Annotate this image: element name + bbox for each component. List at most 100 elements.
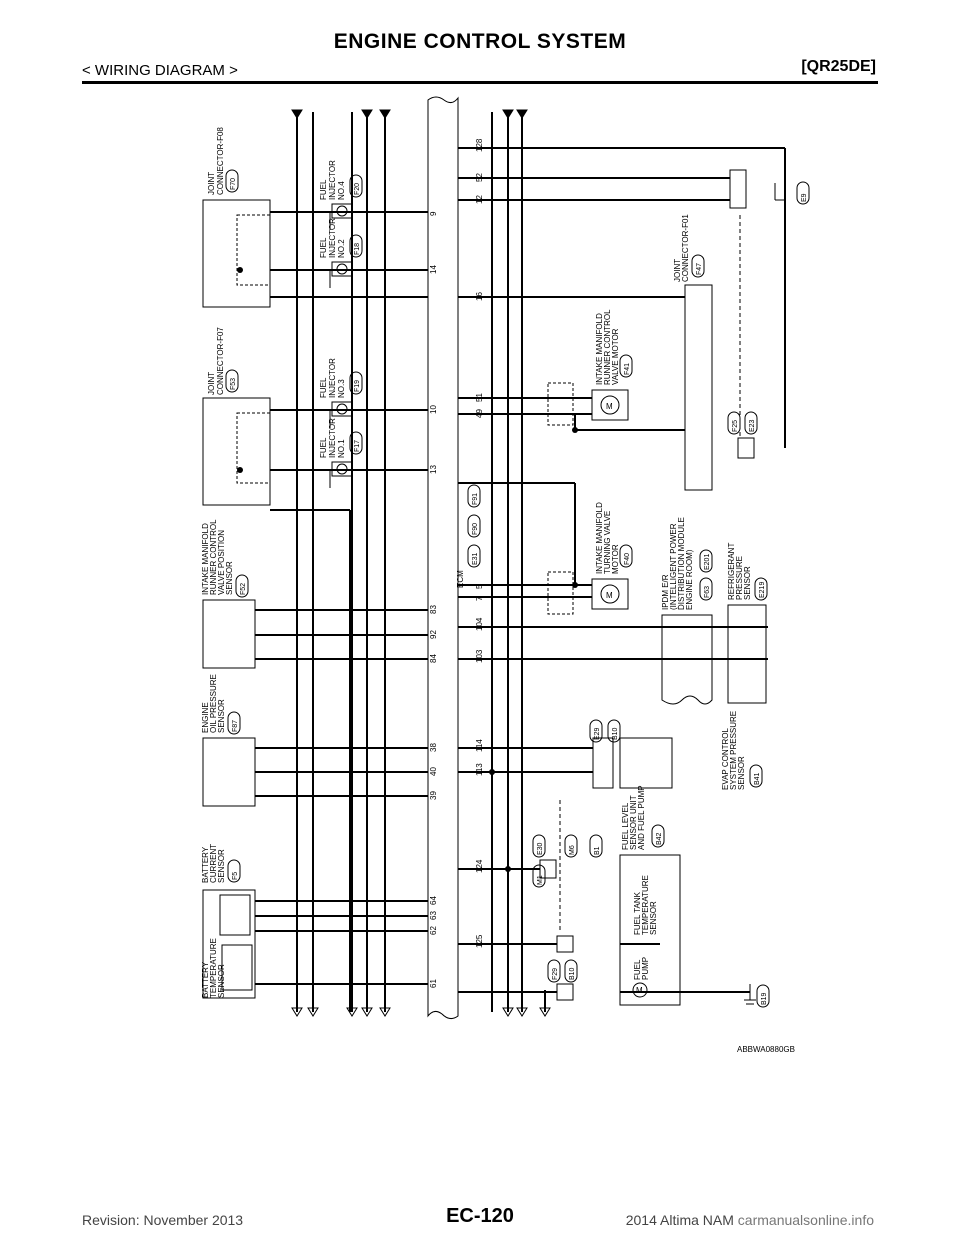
svg-text:RUNNER CONTROL: RUNNER CONTROL [603, 309, 612, 385]
page-title: ENGINE CONTROL SYSTEM [333, 30, 627, 53]
svg-text:92: 92 [429, 630, 438, 639]
svg-text:TURNING VALVE: TURNING VALVE [603, 511, 612, 574]
model-text: 2014 Altima NAM carmanualsonline.info [626, 1212, 874, 1228]
svg-text:128: 128 [475, 138, 484, 152]
header-rule [82, 81, 878, 84]
svg-text:E30: E30 [537, 842, 544, 855]
svg-text:F87: F87 [232, 720, 239, 732]
svg-text:JOINT: JOINT [673, 259, 682, 282]
svg-text:JOINT: JOINT [207, 172, 216, 195]
diagram-code: ABBWA0880GB [737, 1045, 795, 1054]
svg-text:EVAP CONTROL: EVAP CONTROL [721, 728, 730, 790]
svg-text:39: 39 [429, 791, 438, 800]
svg-text:14: 14 [429, 265, 438, 274]
svg-text:84: 84 [429, 654, 438, 663]
svg-text:CONNECTOR-F08: CONNECTOR-F08 [216, 127, 225, 195]
svg-text:61: 61 [429, 979, 438, 988]
svg-text:B10: B10 [612, 727, 619, 740]
svg-text:INJECTOR: INJECTOR [328, 418, 337, 458]
svg-text:7: 7 [475, 596, 484, 601]
model-name: 2014 Altima NAM [625, 1212, 734, 1228]
svg-text:B42: B42 [656, 832, 663, 845]
engine-code: [QR25DE] [801, 58, 876, 75]
svg-text:PUMP: PUMP [641, 957, 650, 980]
svg-text:INJECTOR: INJECTOR [328, 218, 337, 258]
svg-text:FUEL: FUEL [319, 377, 328, 398]
svg-text:JOINT: JOINT [207, 372, 216, 395]
svg-text:AND FUEL PUMP: AND FUEL PUMP [637, 785, 646, 850]
svg-text:FUEL TANK: FUEL TANK [633, 891, 642, 935]
svg-text:83: 83 [429, 605, 438, 614]
svg-text:PRESSURE: PRESSURE [735, 556, 744, 600]
svg-text:F25: F25 [732, 420, 739, 432]
svg-text:10: 10 [429, 405, 438, 414]
svg-text:OIL PRESSURE: OIL PRESSURE [209, 674, 218, 733]
svg-text:FUEL: FUEL [319, 437, 328, 458]
svg-text:TEMPERATURE: TEMPERATURE [641, 875, 650, 935]
svg-text:F63: F63 [704, 586, 711, 598]
svg-text:F20: F20 [354, 183, 361, 195]
svg-text:16: 16 [475, 292, 484, 301]
svg-text:F90: F90 [472, 523, 479, 535]
svg-text:INTAKE MANIFOLD: INTAKE MANIFOLD [595, 502, 604, 574]
svg-text:E219: E219 [759, 582, 766, 598]
svg-text:F17: F17 [354, 440, 361, 452]
svg-text:E9: E9 [801, 193, 808, 202]
svg-text:M: M [606, 402, 613, 411]
svg-text:FUEL: FUEL [319, 179, 328, 200]
svg-text:103: 103 [475, 649, 484, 663]
svg-text:SENSOR: SENSOR [743, 566, 752, 600]
svg-text:F53: F53 [230, 378, 237, 390]
svg-text:NO.2: NO.2 [337, 239, 346, 258]
svg-text:E31: E31 [472, 552, 479, 565]
svg-text:F40: F40 [624, 553, 631, 565]
svg-text:SYSTEM PRESSURE: SYSTEM PRESSURE [729, 711, 738, 790]
svg-text:INTAKE MANIFOLD: INTAKE MANIFOLD [201, 523, 210, 595]
svg-text:SENSOR: SENSOR [225, 561, 234, 595]
svg-text:INTAKE MANIFOLD: INTAKE MANIFOLD [595, 313, 604, 385]
svg-text:52: 52 [475, 173, 484, 182]
svg-text:VALVE MOTOR: VALVE MOTOR [611, 328, 620, 385]
svg-text:REFRIGERANT: REFRIGERANT [727, 543, 736, 600]
svg-text:(INTELLIGENT POWER: (INTELLIGENT POWER [669, 523, 678, 610]
svg-text:40: 40 [429, 767, 438, 776]
svg-text:F41: F41 [624, 363, 631, 375]
svg-text:E29: E29 [594, 727, 601, 740]
svg-text:113: 113 [475, 763, 484, 776]
svg-text:F91: F91 [472, 493, 479, 505]
svg-text:38: 38 [429, 743, 438, 752]
svg-text:INJECTOR: INJECTOR [328, 160, 337, 200]
svg-text:VALVE POSITION: VALVE POSITION [217, 530, 226, 595]
svg-text:CONNECTOR-F07: CONNECTOR-F07 [216, 327, 225, 395]
svg-text:B19: B19 [761, 992, 768, 1005]
svg-text:RUNNER CONTROL: RUNNER CONTROL [209, 519, 218, 595]
svg-text:B10: B10 [569, 967, 576, 980]
svg-text:FUEL: FUEL [319, 237, 328, 258]
svg-text:63: 63 [429, 911, 438, 920]
svg-text:CONNECTOR-F01: CONNECTOR-F01 [681, 214, 690, 282]
svg-text:BATTERY: BATTERY [201, 961, 210, 998]
section-label: < WIRING DIAGRAM > [82, 62, 238, 79]
watermark: carmanualsonline.info [737, 1212, 874, 1228]
svg-text:NO.3: NO.3 [337, 379, 346, 398]
svg-text:SENSOR: SENSOR [217, 849, 226, 883]
svg-text:F52: F52 [240, 583, 247, 595]
svg-text:E23: E23 [749, 419, 756, 432]
svg-text:SENSOR: SENSOR [217, 964, 226, 998]
svg-text:104: 104 [475, 617, 484, 631]
svg-text:F18: F18 [354, 243, 361, 255]
svg-text:114: 114 [475, 739, 484, 752]
svg-text:SENSOR: SENSOR [737, 756, 746, 790]
svg-text:51: 51 [475, 393, 484, 402]
svg-text:B41: B41 [754, 772, 761, 785]
svg-text:DISTRIBUTION MODULE: DISTRIBUTION MODULE [677, 517, 686, 610]
svg-text:E201: E201 [704, 554, 711, 570]
svg-text:M: M [606, 591, 613, 600]
svg-text:B1: B1 [594, 846, 601, 855]
svg-text:NO.4: NO.4 [337, 181, 346, 200]
svg-text:CURRENT: CURRENT [209, 844, 218, 883]
svg-text:M1: M1 [537, 875, 544, 885]
svg-text:F29: F29 [552, 968, 559, 980]
svg-text:64: 64 [429, 896, 438, 905]
